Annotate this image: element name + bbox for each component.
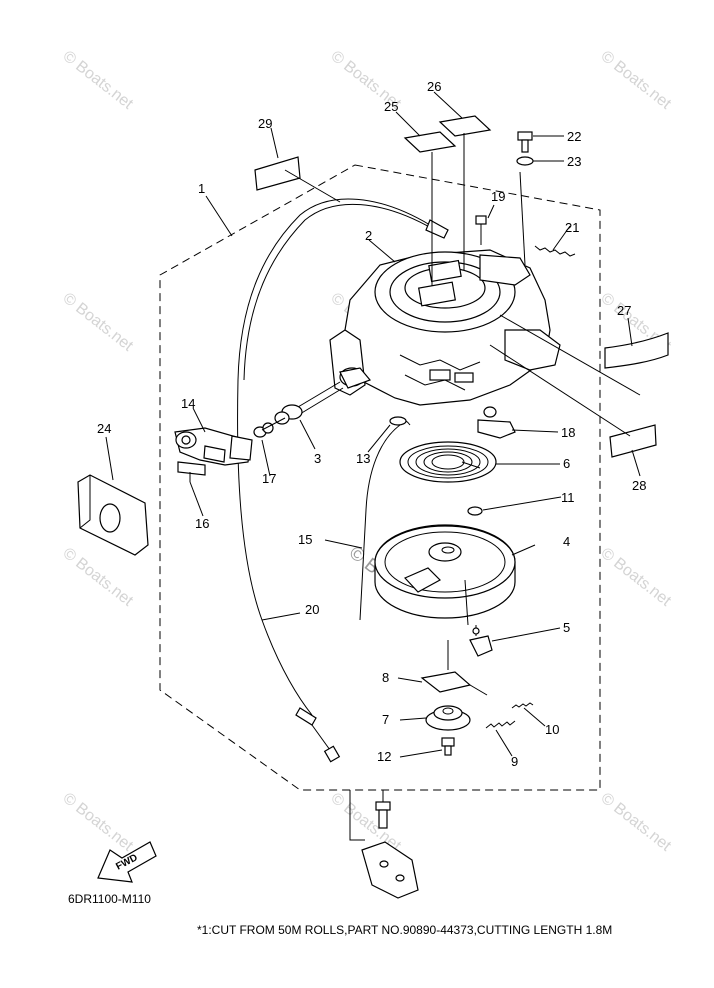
- watermark: © Boats.net: [328, 790, 405, 855]
- callout-8: 8: [382, 670, 389, 685]
- part-15-wire: [359, 424, 401, 621]
- callout-16: 16: [195, 516, 209, 531]
- callout-10: 10: [545, 722, 559, 737]
- part-12-bolt: [441, 737, 455, 756]
- callout-1: 1: [198, 181, 205, 196]
- callout-22: 22: [567, 129, 581, 144]
- part-27-label: [604, 332, 669, 369]
- callout-4: 4: [563, 534, 570, 549]
- leader-lines: [105, 91, 641, 758]
- callout-14: 14: [181, 396, 195, 411]
- part-6-recoil-spring: [399, 441, 497, 483]
- watermark: © Boats.net: [598, 790, 675, 855]
- part-5-drive-pawl: [469, 625, 493, 657]
- part-18-pawl: [477, 406, 516, 439]
- callout-25: 25: [384, 99, 398, 114]
- part-26-label: [438, 115, 492, 137]
- callout-27: 27: [617, 303, 631, 318]
- callout-6: 6: [563, 456, 570, 471]
- watermark: © Boats.net: [60, 790, 137, 855]
- mounting-bracket: [361, 801, 419, 899]
- part-11-circlip: [467, 506, 483, 516]
- callout-19: 19: [491, 189, 505, 204]
- cable-end-fitting: [295, 707, 341, 763]
- part-4-starter-pulley: [374, 524, 516, 619]
- callout-13: 13: [356, 451, 370, 466]
- callouts: 1 2 3 4 5 6 7 8 9 10 11 12 13 14 15 16 1…: [97, 79, 646, 769]
- part-13-clamp: [389, 416, 407, 426]
- part-19-bolt: [475, 215, 487, 245]
- bracket-leader: [349, 790, 365, 841]
- part-7-drive-plate: [425, 705, 471, 731]
- callout-29: 29: [258, 116, 272, 131]
- part-1-cable: [237, 198, 431, 716]
- assembly-boundary: [159, 164, 601, 791]
- footnote: *1:CUT FROM 50M ROLLS,PART NO.90890-4437…: [197, 923, 612, 937]
- part-1-cable-inner: [243, 203, 434, 381]
- part-3-grommet: [274, 367, 372, 425]
- callout-18: 18: [561, 425, 575, 440]
- callout-15: 15: [298, 532, 312, 547]
- part-9-spring: [485, 720, 516, 729]
- part-17-cable-end: [253, 417, 286, 438]
- callout-3: 3: [314, 451, 321, 466]
- callout-26: 26: [427, 79, 441, 94]
- callout-5: 5: [563, 620, 570, 635]
- part-28-label: [609, 424, 657, 458]
- callout-23: 23: [567, 154, 581, 169]
- callout-21: 21: [565, 220, 579, 235]
- part-1-cable-end: [425, 219, 449, 239]
- part-2-starter-housing: [329, 249, 561, 406]
- fwd-arrow-icon: FWD: [97, 841, 157, 883]
- part-14-cable-bracket: [174, 427, 253, 466]
- part-16-clip: [177, 461, 206, 482]
- diagram-code: 6DR1100-M110: [68, 892, 151, 906]
- watermark: © Boats.net: [598, 48, 675, 113]
- part-22-screw: [517, 131, 533, 153]
- part-29-label: [254, 156, 301, 191]
- callout-9: 9: [511, 754, 518, 769]
- part-8-friction-plate: [420, 671, 472, 693]
- watermark: © Boats.net: [60, 545, 137, 610]
- part-10-spring: [511, 702, 534, 709]
- callout-7: 7: [382, 712, 389, 727]
- callout-11: 11: [561, 490, 575, 505]
- callout-20: 20: [305, 602, 319, 617]
- callout-17: 17: [262, 471, 276, 486]
- callout-24: 24: [97, 421, 111, 436]
- watermark: © Boats.net: [60, 48, 137, 113]
- watermark: © Boats.net: [598, 545, 675, 610]
- part-25-label: [403, 131, 457, 153]
- part-23-washer: [516, 156, 534, 166]
- part-24-pad: [77, 474, 149, 556]
- watermark: © Boats.net: [60, 290, 137, 355]
- part-21-spring: [534, 245, 576, 257]
- callout-28: 28: [632, 478, 646, 493]
- callout-2: 2: [365, 228, 372, 243]
- part-8-pointer: [469, 684, 488, 696]
- callout-12: 12: [377, 749, 391, 764]
